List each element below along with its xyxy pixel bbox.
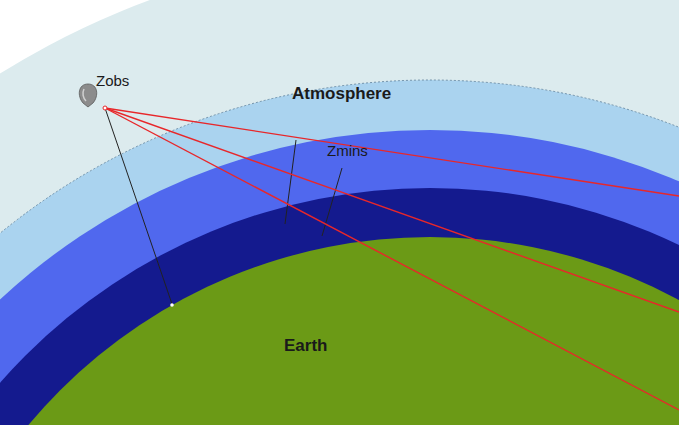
tangent-height-line <box>285 140 296 224</box>
region-label: Earth <box>284 336 327 356</box>
nadir-point <box>170 303 174 307</box>
line-of-sight <box>105 108 679 410</box>
balloon-icon <box>79 84 96 107</box>
line-of-sight <box>105 108 679 312</box>
tangent-altitude-label: Zmins <box>327 142 368 159</box>
observer-point <box>103 106 107 110</box>
balloon-highlight <box>83 89 86 101</box>
region-label: Atmosphere <box>292 84 391 104</box>
tangent-height-line <box>322 168 342 236</box>
observer-altitude-label: Zobs <box>96 72 129 89</box>
earth-disk <box>0 237 679 425</box>
line-of-sight <box>105 108 679 196</box>
lower-layer <box>0 188 679 425</box>
middle-layer <box>0 130 679 425</box>
upper-layer <box>0 80 679 425</box>
